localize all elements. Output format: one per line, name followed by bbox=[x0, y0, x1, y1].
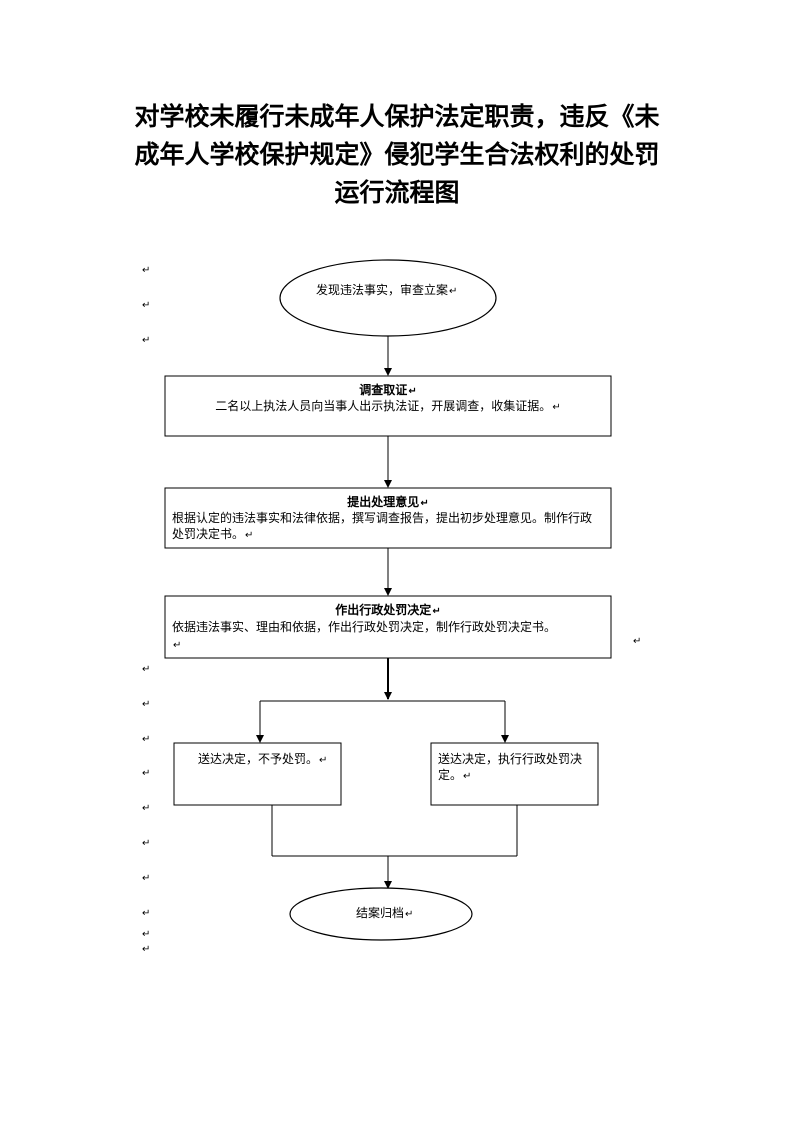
paragraph-mark: ↵ bbox=[449, 286, 458, 297]
no-penalty-box bbox=[173, 742, 342, 806]
paragraph-mark: ↵ bbox=[319, 755, 328, 766]
opinion-heading: 提出处理意见↵ bbox=[165, 494, 611, 512]
opinion-body-line-1: 根据认定的违法事实和法律依据，撰写调查报告，提出初步处理意见。制作行政 bbox=[172, 511, 593, 525]
paragraph-mark: ↵ bbox=[432, 606, 441, 617]
page-title-line-3: 运行流程图 bbox=[334, 178, 460, 207]
page-title-line-1: 对学校未履行未成年人保护法定职责，违反《未 bbox=[134, 102, 660, 131]
investigate-body: 二名以上执法人员向当事人出示执法证，开展调查，收集证据。↵ bbox=[165, 398, 611, 416]
paragraph-mark: ↵ bbox=[142, 664, 151, 675]
paragraph-mark: ↵ bbox=[405, 909, 414, 920]
opinion-heading-text: 提出处理意见 bbox=[347, 495, 420, 509]
paragraph-mark: ↵ bbox=[142, 803, 151, 814]
decision-box bbox=[164, 595, 612, 659]
end-label-text: 结案归档 bbox=[356, 906, 405, 920]
decision-body: 依据违法事实、理由和依据，作出行政处罚决定，制作行政处罚决定书。 bbox=[172, 620, 557, 634]
paragraph-mark: ↵ bbox=[142, 768, 151, 779]
paragraph-mark: ↵ bbox=[552, 402, 561, 413]
paragraph-mark: ↵ bbox=[142, 944, 151, 955]
paragraph-mark: ↵ bbox=[173, 640, 182, 651]
execute-label-line-2: 定。↵ bbox=[438, 767, 471, 785]
paragraph-mark: ↵ bbox=[142, 265, 151, 276]
paragraph-mark: ↵ bbox=[142, 300, 151, 311]
end-ellipse bbox=[289, 887, 473, 941]
start-label: 发现违法事实，审查立案↵ bbox=[316, 282, 457, 300]
execute-text-2: 定。 bbox=[438, 768, 463, 782]
paragraph-mark: ↵ bbox=[142, 335, 151, 346]
paragraph-mark: ↵ bbox=[142, 699, 151, 710]
paragraph-mark: ↵ bbox=[463, 771, 472, 782]
paragraph-mark: ↵ bbox=[245, 530, 254, 541]
paragraph-mark: ↵ bbox=[142, 908, 151, 919]
paragraph-mark: ↵ bbox=[408, 386, 417, 397]
investigate-heading-text: 调查取证 bbox=[359, 383, 408, 397]
investigate-box bbox=[164, 375, 612, 437]
no-penalty-text: 送达决定，不予处罚。 bbox=[198, 752, 319, 766]
investigate-body-text: 二名以上执法人员向当事人出示执法证，开展调查，收集证据。 bbox=[215, 399, 552, 413]
paragraph-mark: ↵ bbox=[420, 498, 429, 509]
paragraph-mark: ↵ bbox=[142, 873, 151, 884]
opinion-box bbox=[164, 487, 612, 549]
decision-heading: 作出行政处罚决定↵ bbox=[165, 602, 611, 620]
opinion-body-line-2: 处罚决定书。↵ bbox=[172, 526, 608, 544]
page-title-line-2: 成年人学校保护规定》侵犯学生合法权利的处罚 bbox=[134, 140, 660, 169]
no-penalty-label: 送达决定，不予处罚。↵ bbox=[198, 751, 327, 769]
execute-box bbox=[430, 742, 599, 806]
paragraph-mark: ↵ bbox=[142, 929, 151, 940]
decision-heading-text: 作出行政处罚决定 bbox=[335, 603, 432, 617]
opinion-body-line-2-text: 处罚决定书。 bbox=[172, 527, 245, 541]
investigate-heading: 调查取证↵ bbox=[165, 382, 611, 400]
end-label: 结案归档↵ bbox=[356, 905, 413, 923]
start-label-text: 发现违法事实，审查立案 bbox=[316, 283, 449, 297]
paragraph-mark: ↵ bbox=[633, 636, 642, 647]
paragraph-mark: ↵ bbox=[142, 838, 151, 849]
paragraph-mark: ↵ bbox=[142, 734, 151, 745]
decision-body-mark: ↵ bbox=[172, 636, 181, 654]
execute-label-line-1: 送达决定，执行行政处罚决 bbox=[438, 752, 583, 766]
